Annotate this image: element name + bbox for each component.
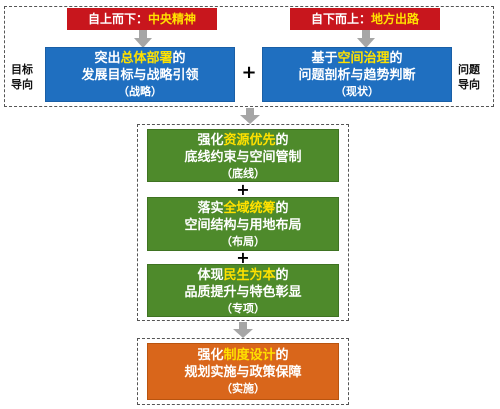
status-line1: 基于空间治理的 — [263, 50, 451, 67]
bottom-line-highlight: 资源优先 — [223, 133, 276, 148]
implementation-tag: （实施） — [221, 382, 265, 395]
special-post: 的 — [275, 268, 289, 283]
target-oriented-line2: 导向 — [11, 78, 33, 91]
bottom-line-box: 强化资源优先的 底线约束与空间管制 （底线） — [147, 129, 339, 182]
layout-line1: 落实全域统筹的 — [148, 200, 338, 217]
special-box: 体现民生为本的 品质提升与特色彰显 （专项） — [147, 264, 339, 317]
bottom-line-post: 的 — [275, 133, 289, 148]
status-pre: 基于 — [311, 51, 338, 66]
implementation-post: 的 — [275, 348, 289, 363]
layout-tag: （布局） — [221, 235, 265, 248]
implementation-box: 强化制度设计的 规划实施与政策保障 （实施） — [147, 343, 339, 400]
implementation-highlight: 制度设计 — [223, 348, 276, 363]
top-region-frame — [4, 6, 494, 107]
plus-middle-2: + — [236, 248, 250, 267]
layout-highlight: 全域统筹 — [223, 201, 276, 216]
special-line1: 体现民生为本的 — [148, 267, 338, 284]
bottom-region-frame — [137, 338, 349, 405]
arrow-top-left-icon — [134, 30, 152, 48]
top-down-highlight: 中央精神 — [148, 12, 197, 26]
bottom-line-line2: 底线约束与空间管制 — [184, 150, 302, 165]
layout-pre: 落实 — [197, 201, 224, 216]
status-line2: 问题剖析与趋势判断 — [298, 68, 416, 83]
status-tag: （现状） — [335, 85, 379, 98]
bottom-line-line1: 强化资源优先的 — [148, 132, 338, 149]
bottom-up-label: 自下而上：地方出路 — [290, 8, 440, 30]
special-pre: 体现 — [197, 268, 224, 283]
strategy-box: 突出总体部署的 发展目标与战略引领 （战略） — [45, 47, 235, 102]
problem-oriented-label: 问题 导向 — [455, 62, 483, 92]
strategy-pre: 突出 — [94, 51, 121, 66]
problem-oriented-line1: 问题 — [458, 63, 480, 76]
top-down-prefix: 自上而下： — [87, 12, 148, 26]
special-highlight: 民生为本 — [223, 268, 276, 283]
layout-box: 落实全域统筹的 空间结构与用地布局 （布局） — [147, 197, 339, 251]
strategy-line1: 突出总体部署的 — [46, 50, 234, 67]
special-line2: 品质提升与特色彰显 — [184, 285, 302, 300]
target-oriented-label: 目标 导向 — [8, 62, 36, 92]
bottom-line-pre: 强化 — [197, 133, 224, 148]
status-post: 的 — [389, 51, 403, 66]
strategy-post: 的 — [172, 51, 186, 66]
strategy-line2: 发展目标与战略引领 — [81, 68, 199, 83]
problem-oriented-line2: 导向 — [458, 78, 480, 91]
implementation-line2: 规划实施与政策保障 — [184, 365, 302, 380]
implementation-pre: 强化 — [197, 348, 224, 363]
arrow-to-middle-icon — [240, 108, 260, 124]
top-down-label: 自上而下：中央精神 — [67, 8, 217, 30]
status-box: 基于空间治理的 问题剖析与趋势判断 （现状） — [262, 47, 452, 102]
target-oriented-line1: 目标 — [11, 63, 33, 76]
arrow-to-bottom-icon — [233, 322, 253, 338]
plus-middle-1: + — [236, 180, 250, 199]
arrow-top-right-icon — [357, 30, 375, 48]
bottom-up-prefix: 自下而上： — [310, 12, 371, 26]
special-tag: （专项） — [221, 302, 265, 315]
strategy-tag: （战略） — [118, 85, 162, 98]
bottom-line-tag: （底线） — [221, 167, 265, 180]
layout-post: 的 — [275, 201, 289, 216]
plus-top: + — [241, 62, 257, 83]
middle-region-frame — [137, 124, 349, 321]
bottom-up-highlight: 地方出路 — [371, 12, 420, 26]
implementation-line1: 强化制度设计的 — [148, 347, 338, 364]
strategy-highlight: 总体部署 — [120, 51, 173, 66]
status-highlight: 空间治理 — [337, 51, 390, 66]
layout-line2: 空间结构与用地布局 — [184, 218, 302, 233]
